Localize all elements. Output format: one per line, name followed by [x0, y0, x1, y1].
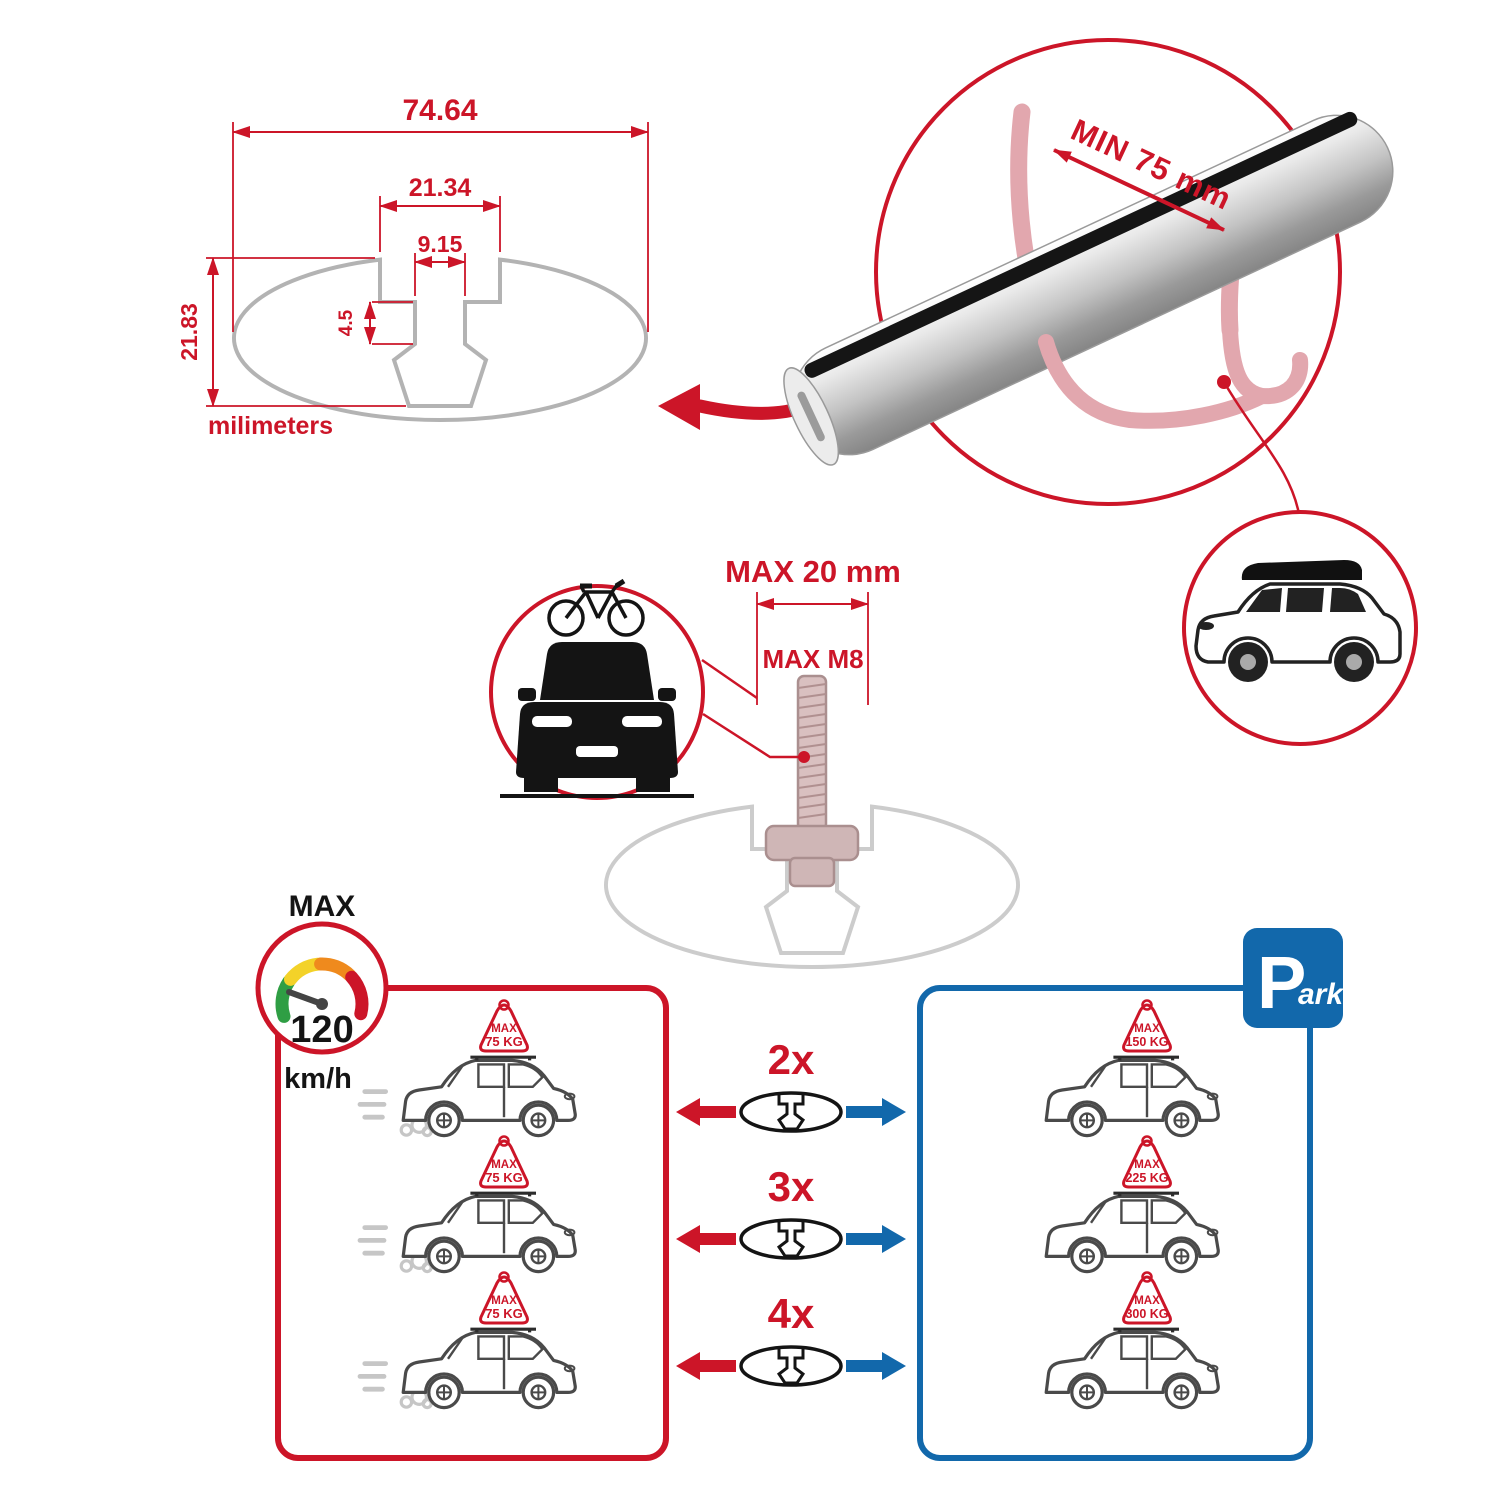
dimension-label-total-height: 21.83 — [176, 303, 202, 361]
load-sign-max: MAX — [1134, 1023, 1160, 1035]
roof-rail-strap-bottom — [1038, 334, 1270, 429]
suv-roofbox-badge — [1182, 510, 1418, 746]
max-depth-label: MAX 20 mm — [725, 554, 901, 589]
crossbar-profile-outline — [231, 257, 649, 423]
crossbar-count-icon — [674, 1091, 908, 1133]
load-sign-weight: 150 KG — [1125, 1035, 1168, 1049]
dimension-label-slot-outer: 21.34 — [409, 174, 472, 202]
t-bolt — [764, 674, 860, 888]
min-span-arrow — [1053, 148, 1225, 232]
t-bolt-head — [764, 824, 860, 862]
roof-load-sign: MAX 150 KG — [1122, 999, 1172, 1053]
parking-letter: P — [1257, 941, 1306, 1024]
bicycle-icon — [547, 578, 645, 637]
leader-line — [701, 658, 758, 700]
load-sign-max: MAX — [491, 1295, 517, 1307]
load-sign-weight: 300 KG — [1125, 1307, 1168, 1321]
parking-sign: P ark — [1243, 928, 1344, 1028]
quantity-label: 3x — [768, 1163, 815, 1210]
dimension-label-total-width: 74.64 — [402, 94, 477, 127]
load-sign-max: MAX — [491, 1159, 517, 1171]
load-sign-max: MAX — [491, 1023, 517, 1035]
crossbar-detail-view: MIN 75 mm — [783, 38, 1394, 515]
leader-line — [702, 712, 799, 759]
roof-load-sign: MAX 300 KG — [1122, 1271, 1172, 1325]
suv-with-roofbox-icon — [1194, 560, 1402, 682]
arrowhead — [658, 384, 700, 430]
headlight — [532, 716, 572, 727]
load-sign-weight: 75 KG — [485, 1034, 523, 1049]
bolt-section: MAX 20 mm MAX M8 — [604, 554, 1021, 970]
dimension-label-slot-depth: 4.5 — [336, 309, 357, 336]
roof-load-sign: MAX 225 KG — [1122, 1135, 1172, 1189]
roof-box — [1241, 560, 1362, 580]
quantity-label: 4x — [768, 1290, 815, 1337]
driving-panel: MAX 75 KG MAX 75 KG MAX 75 KG — [360, 999, 575, 1408]
cross-section-drawing: 74.64 21.34 9.15 4.5 21.83 milimeters — [176, 94, 649, 440]
crossbar-count-icon — [674, 1218, 908, 1260]
load-sign-weight: 225 KG — [1125, 1171, 1168, 1185]
units-label: milimeters — [208, 412, 333, 440]
car-front-icon — [500, 642, 694, 798]
gauge-circle — [255, 921, 389, 1055]
dimension-label-slot-inner: 9.15 — [418, 231, 463, 257]
callout-dot — [798, 751, 810, 763]
parking-suffix: ark — [1298, 978, 1344, 1011]
max-thread-label: MAX M8 — [762, 644, 863, 674]
roof-load-sign: MAX 75 KG — [479, 1135, 529, 1189]
gauge-title: MAX — [289, 890, 356, 923]
roof-rail-strap-hook — [1222, 322, 1309, 405]
parking-sign-board — [1243, 928, 1343, 1028]
load-sign-max: MAX — [1134, 1159, 1160, 1171]
callout-leader — [1222, 381, 1301, 515]
parked-panel: MAX 150 KG MAX 225 KG MAX 300 KG — [1044, 999, 1220, 1410]
quantity-label: 2x — [768, 1036, 815, 1083]
load-sign-max: MAX — [1134, 1295, 1160, 1307]
load-sign-weight: 75 KG — [485, 1170, 523, 1185]
detail-circle — [874, 38, 1342, 506]
roof-load-sign: MAX 75 KG — [479, 1271, 529, 1325]
crossbar-quantity-rows: 2x 3x 4x — [674, 1036, 908, 1387]
gauge-arcs — [275, 957, 369, 1023]
gauge-value: 120 — [290, 1009, 353, 1051]
speed-limit-gauge: MAX 120 km/h — [255, 890, 389, 1095]
gauge-unit: km/h — [284, 1063, 352, 1095]
car-bike-badge — [489, 578, 705, 800]
roof-load-sign: MAX 75 KG — [479, 999, 529, 1053]
crossbar-count-icon — [674, 1345, 908, 1387]
headlight — [622, 716, 662, 727]
load-sign-weight: 75 KG — [485, 1306, 523, 1321]
